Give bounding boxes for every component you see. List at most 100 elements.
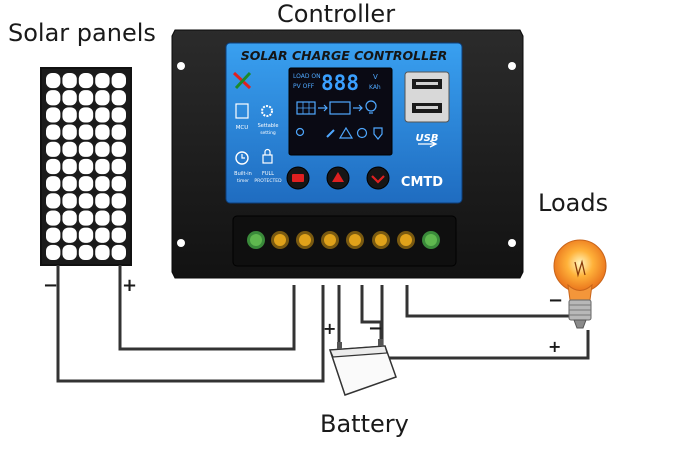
status-icons: MCU Settable setting Built-in timer FULL…	[232, 71, 282, 184]
mount-hole-tl	[177, 62, 185, 70]
wire-load-minus	[405, 285, 572, 318]
solar-cell	[78, 244, 94, 260]
solar-cell	[95, 193, 110, 209]
lcd-shield-icon	[373, 127, 383, 140]
control-buttons	[286, 166, 390, 190]
wire-panel-plus	[118, 268, 296, 351]
light-bulb	[553, 239, 607, 329]
solar-cell	[62, 141, 77, 157]
solar-cell	[62, 210, 77, 226]
solar-cell	[62, 90, 77, 106]
solar-cell	[78, 193, 94, 209]
lcd-load-on: LOAD ON	[293, 73, 321, 80]
lcd-error-icon	[356, 127, 368, 139]
solar-cell	[95, 73, 110, 89]
solar-cell	[62, 176, 77, 192]
solar-cell	[78, 124, 94, 140]
settable-label: Settable	[258, 123, 279, 129]
mount-hole-br	[508, 239, 516, 247]
terminal-screw-head	[274, 234, 286, 246]
solar-cell	[95, 141, 110, 157]
solar-cell	[78, 107, 94, 123]
solar-cell	[95, 244, 110, 260]
solar-cell	[95, 90, 110, 106]
load-minus-sign: −	[548, 290, 563, 311]
lcd-unit-kah: KAh	[369, 84, 381, 91]
solar-cell	[111, 210, 126, 226]
solar-cell	[78, 73, 94, 89]
wire-load-plus	[380, 285, 590, 360]
mount-hole-tr	[508, 62, 516, 70]
solar-cell	[95, 158, 110, 175]
usb-icon	[418, 140, 438, 148]
solar-cells	[46, 73, 126, 260]
solar-cell	[46, 73, 61, 89]
battery-label: Battery	[320, 410, 409, 438]
solar-cell	[62, 193, 77, 209]
panel-plus-sign: +	[122, 275, 137, 296]
terminal-block	[232, 215, 457, 267]
solar-cell	[95, 210, 110, 226]
solar-cell	[78, 176, 94, 192]
solar-cell	[62, 73, 77, 89]
controller-banner: SOLAR CHARGE CONTROLLER	[241, 48, 447, 63]
lcd-bulb-icon	[365, 100, 377, 112]
solar-cell	[78, 141, 94, 157]
solar-cell	[95, 176, 110, 192]
lcd-screen: LOAD ON PV OFF 888 V KAh	[288, 67, 393, 156]
controller-label: Controller	[277, 0, 396, 28]
solar-cell	[95, 227, 110, 243]
solar-cell	[46, 158, 61, 175]
settings-gear-icon	[261, 105, 273, 117]
lcd-warning-icon	[338, 126, 354, 139]
solar-cell	[62, 244, 77, 260]
terminal-screw-head	[324, 234, 336, 246]
solar-panels-label: Solar panels	[8, 19, 156, 47]
solar-cell	[78, 158, 94, 175]
solar-cell	[46, 193, 61, 209]
terminal-screw-head	[400, 234, 412, 246]
panel-minus-sign: −	[43, 275, 58, 296]
solar-cell	[78, 90, 94, 106]
power-button[interactable]	[366, 166, 390, 190]
solar-cell	[95, 107, 110, 123]
solar-cell	[46, 227, 61, 243]
timer-label: Built-in	[234, 171, 252, 177]
solar-cell	[62, 124, 77, 140]
wire-panel-minus	[56, 268, 325, 383]
usb-ports: USB	[404, 71, 450, 148]
lcd-battery-icon	[329, 101, 351, 115]
solar-cell	[111, 244, 126, 260]
terminal-screw-head	[299, 234, 311, 246]
solar-cell	[111, 124, 126, 140]
settable-sub-label: setting	[260, 130, 276, 136]
solar-cell	[111, 158, 126, 175]
usb-label: USB	[416, 133, 439, 144]
solar-cell	[62, 227, 77, 243]
full-label: FULL	[262, 171, 274, 177]
solar-cell	[78, 210, 94, 226]
solar-cell	[46, 176, 61, 192]
solar-panel	[40, 67, 132, 270]
solar-cell	[46, 244, 61, 260]
timer-clock-icon	[235, 151, 249, 165]
solar-cell	[46, 107, 61, 123]
solar-cell	[111, 107, 126, 123]
solar-cell	[111, 227, 126, 243]
solar-cell	[95, 124, 110, 140]
lcd-wrench-icon	[326, 129, 335, 138]
mount-hole-bl	[177, 239, 185, 247]
solar-cell	[78, 227, 94, 243]
mcu-label: MCU	[236, 125, 249, 131]
solar-cell	[46, 90, 61, 106]
solar-cell	[62, 158, 77, 175]
solar-cell	[46, 210, 61, 226]
solar-cell	[46, 141, 61, 157]
battery	[328, 339, 397, 396]
solar-cell	[46, 124, 61, 140]
full-sub-label: PROTECTED	[254, 178, 282, 184]
solar-cell	[111, 73, 126, 89]
terminal-screw-head	[375, 234, 387, 246]
bulb-glass	[553, 239, 607, 293]
lock-icon	[262, 154, 273, 164]
